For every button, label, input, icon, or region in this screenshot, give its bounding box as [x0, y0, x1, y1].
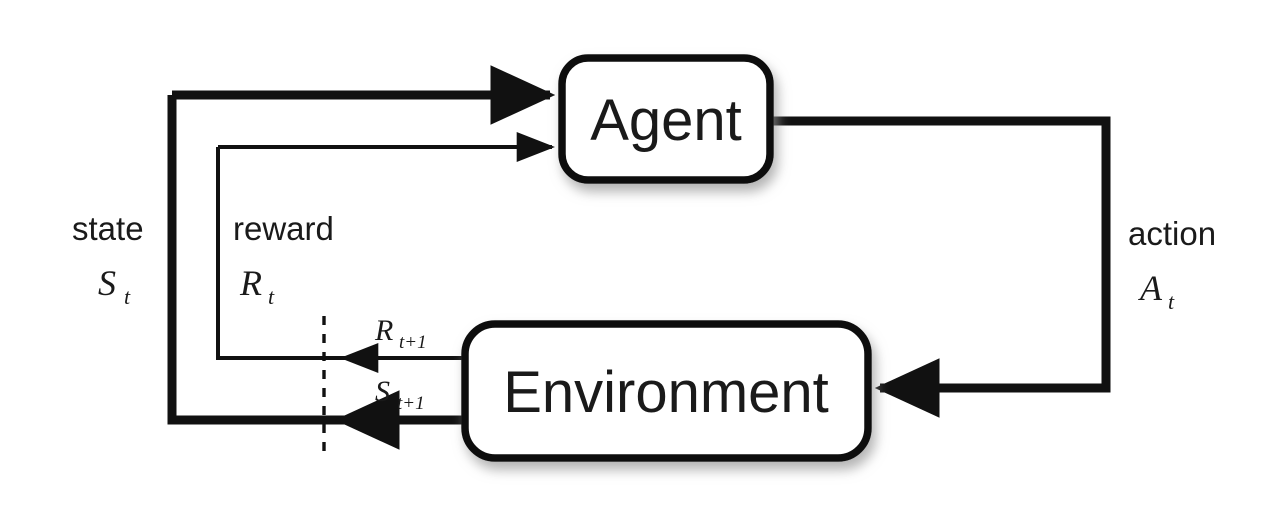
node-agent[interactable]: Agent — [558, 54, 774, 184]
environment-label: Environment — [503, 360, 829, 425]
label-state-next: S t+1 — [375, 375, 425, 414]
label-reward-next: R t+1 — [374, 314, 427, 353]
state-subscript-label: t — [124, 284, 131, 309]
state-symbol-label: S — [98, 263, 116, 303]
state-word-label: state — [72, 210, 144, 247]
action-word-label: action — [1128, 215, 1216, 252]
action-arrow — [770, 116, 1111, 418]
reward-subscript-label: t — [268, 284, 275, 309]
edge-action-path — [770, 116, 1111, 418]
state-next-symbol-label: S — [375, 375, 390, 408]
action-symbol-label: A — [1138, 268, 1163, 308]
agent-box[interactable] — [558, 54, 774, 184]
reward-word-label: reward — [233, 210, 334, 247]
reward-return-line — [216, 147, 465, 360]
node-environment[interactable]: Environment — [461, 320, 872, 462]
reward-symbol-label: R — [239, 263, 262, 303]
agent-label: Agent — [590, 88, 742, 153]
reward-next-subscript-label: t+1 — [399, 332, 427, 353]
edge-reward-path — [216, 132, 556, 373]
state-next-subscript-label: t+1 — [397, 393, 425, 414]
state-return-line — [167, 95, 465, 425]
label-reward: reward R t — [233, 210, 334, 309]
action-subscript-label: t — [1168, 289, 1175, 314]
label-action: action A t — [1128, 215, 1216, 314]
edge-state-path — [167, 65, 556, 450]
label-state: state S t — [72, 210, 144, 309]
environment-box[interactable] — [461, 320, 872, 462]
reward-next-symbol-label: R — [374, 314, 393, 347]
